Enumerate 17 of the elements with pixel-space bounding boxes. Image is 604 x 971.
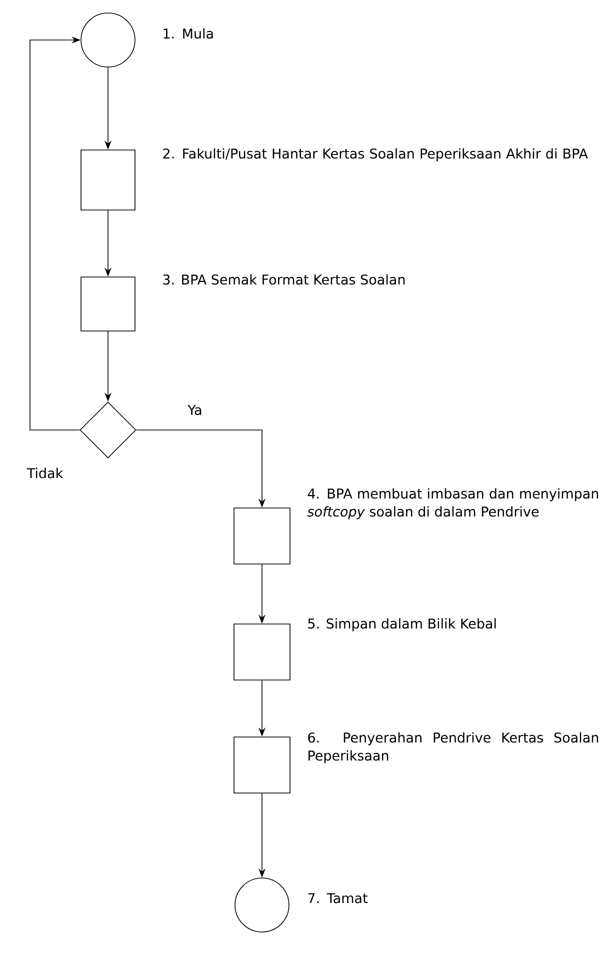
edge-label: Tidak [26, 468, 64, 478]
step-label: 4. BPA membuat imbasan dan menyimpan softcopy soalan di dalam Pendrive [307, 488, 598, 520]
process-box [234, 508, 290, 564]
process-box [234, 736, 290, 794]
process-box [234, 624, 290, 680]
terminal-circle [234, 878, 290, 932]
edge-label: Ya [188, 404, 202, 416]
process-box [80, 276, 136, 332]
terminal-circle [80, 12, 136, 68]
process-box [80, 150, 136, 210]
step-label: 7. Tamat [308, 893, 368, 904]
step-label: 3. BPA Semak Format Kertas Soalan [163, 274, 405, 285]
step-label: 6. Penyerahan Pendrive Kertas Soalan Peperiksaan [308, 732, 598, 764]
step-label: 5. Simpan dalam Bilik Kebal [308, 618, 496, 632]
step-label: 1. Mula [164, 28, 213, 39]
step-label: 2. Fakulti/Pusat Hantar Kertas Soalan Peperiksaan Akhir di BPA [163, 148, 588, 162]
decision-diamond [80, 402, 136, 458]
